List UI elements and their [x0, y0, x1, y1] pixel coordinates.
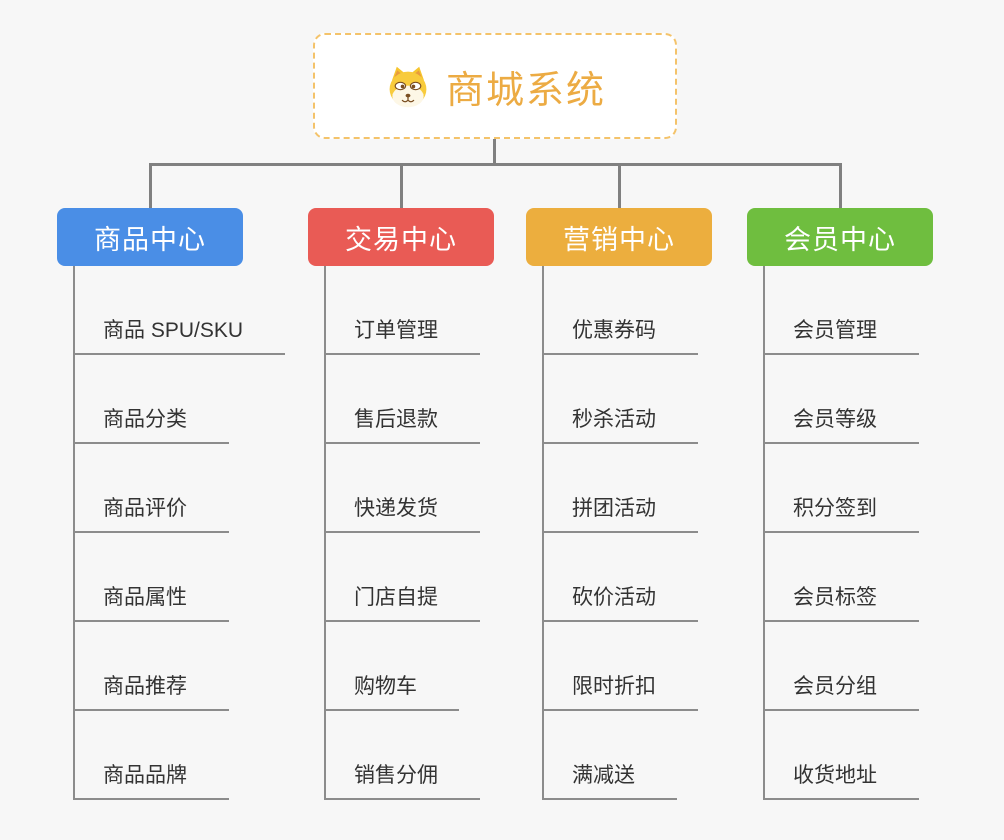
branch-node-4[interactable]: 会员中心	[747, 208, 933, 266]
leaf-node[interactable]: 商品推荐	[73, 670, 229, 711]
leaf-row: 门店自提	[324, 533, 480, 622]
root-title: 商城系统	[445, 69, 606, 112]
connector-line	[763, 266, 765, 800]
leaf-row: 优惠券码	[542, 266, 698, 355]
leaf-row: 会员管理	[763, 266, 919, 355]
leaf-row: 售后退款	[324, 355, 480, 444]
leaf-row: 商品推荐	[73, 622, 285, 711]
leaf-node[interactable]: 优惠券码	[542, 314, 698, 355]
branch-node-2[interactable]: 交易中心	[308, 208, 494, 266]
leaf-row: 商品分类	[73, 355, 285, 444]
connector-line	[148, 163, 152, 209]
leaf-node[interactable]: 会员管理	[763, 314, 919, 355]
connector-line	[617, 163, 621, 209]
leaf-row: 秒杀活动	[542, 355, 698, 444]
leaf-row: 订单管理	[324, 266, 480, 355]
leaf-node[interactable]: 门店自提	[324, 581, 480, 622]
leaf-node[interactable]: 商品分类	[73, 403, 229, 444]
branch-label: 交易中心	[345, 224, 457, 255]
leaf-node[interactable]: 商品评价	[73, 492, 229, 533]
connector-line	[399, 163, 403, 209]
connector-line	[493, 139, 496, 166]
leaf-row: 拼团活动	[542, 444, 698, 533]
leaf-column-4: 会员管理会员等级积分签到会员标签会员分组收货地址	[763, 266, 919, 800]
leaf-node[interactable]: 快递发货	[324, 492, 480, 533]
leaf-row: 积分签到	[763, 444, 919, 533]
connector-line	[324, 266, 326, 800]
leaf-row: 商品评价	[73, 444, 285, 533]
connector-line	[838, 163, 842, 209]
branch-label: 会员中心	[784, 224, 896, 255]
connector-line	[148, 163, 842, 166]
leaf-node[interactable]: 会员标签	[763, 581, 919, 622]
leaf-row: 商品 SPU/SKU	[73, 266, 286, 355]
leaf-row: 会员等级	[763, 355, 919, 444]
branch-node-3[interactable]: 营销中心	[526, 208, 712, 266]
dog-face-icon	[384, 63, 432, 109]
leaf-node[interactable]: 砍价活动	[542, 581, 698, 622]
leaf-row: 购物车	[324, 622, 480, 711]
branch-node-1[interactable]: 商品中心	[57, 208, 243, 266]
leaf-node[interactable]: 订单管理	[324, 314, 480, 355]
leaf-node[interactable]: 满减送	[542, 759, 677, 800]
leaf-row: 商品属性	[73, 533, 285, 622]
leaf-node[interactable]: 销售分佣	[324, 759, 480, 800]
leaf-node[interactable]: 会员等级	[763, 403, 919, 444]
leaf-row: 会员分组	[763, 622, 919, 711]
leaf-node[interactable]: 售后退款	[324, 403, 480, 444]
leaf-column-2: 订单管理售后退款快递发货门店自提购物车销售分佣	[324, 266, 480, 800]
connector-line	[73, 266, 75, 800]
leaf-node[interactable]: 积分签到	[763, 492, 919, 533]
leaf-node[interactable]: 拼团活动	[542, 492, 698, 533]
leaf-row: 限时折扣	[542, 622, 698, 711]
leaf-row: 销售分佣	[324, 711, 480, 800]
leaf-node[interactable]: 限时折扣	[542, 670, 698, 711]
leaf-node[interactable]: 收货地址	[763, 759, 919, 800]
leaf-node[interactable]: 商品 SPU/SKU	[73, 314, 286, 355]
leaf-row: 商品品牌	[73, 711, 285, 800]
leaf-node[interactable]: 会员分组	[763, 670, 919, 711]
leaf-row: 满减送	[542, 711, 698, 800]
branch-label: 营销中心	[563, 224, 675, 255]
leaf-node[interactable]: 购物车	[324, 670, 459, 711]
leaf-node[interactable]: 秒杀活动	[542, 403, 698, 444]
leaf-column-3: 优惠券码秒杀活动拼团活动砍价活动限时折扣满减送	[542, 266, 698, 800]
leaf-row: 会员标签	[763, 533, 919, 622]
leaf-node[interactable]: 商品品牌	[73, 759, 229, 800]
leaf-row: 砍价活动	[542, 533, 698, 622]
leaf-row: 收货地址	[763, 711, 919, 800]
branch-label: 商品中心	[94, 224, 206, 255]
leaf-node[interactable]: 商品属性	[73, 581, 229, 622]
leaf-column-1: 商品 SPU/SKU 商品分类商品评价商品属性商品推荐商品品牌	[73, 266, 286, 800]
root-node[interactable]: 商城系统	[313, 33, 677, 139]
leaf-row: 快递发货	[324, 444, 480, 533]
connector-line	[542, 266, 544, 800]
